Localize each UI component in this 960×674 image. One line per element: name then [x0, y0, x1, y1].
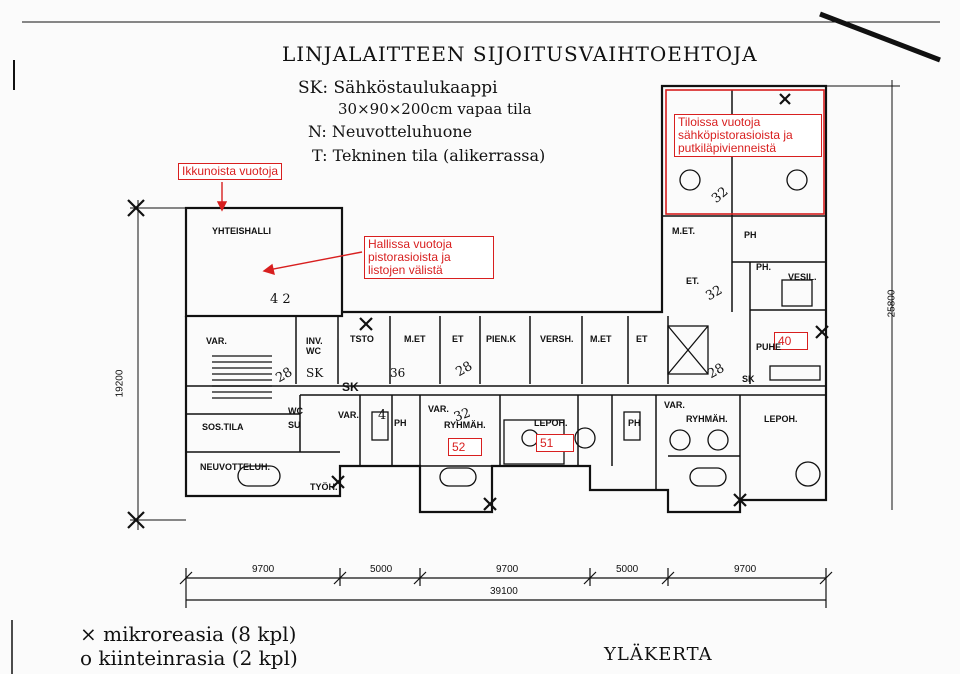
room-var-2: VAR. [338, 410, 359, 420]
room-vesil: VESIL. [788, 272, 817, 282]
room-ph-mid: PH [394, 418, 407, 428]
room-lepoh-1: LEPOH. [534, 418, 568, 428]
dim-9700-a: 9700 [252, 564, 275, 575]
room-versh: VERSH. [540, 334, 574, 344]
room-et-1: ET [452, 334, 464, 344]
room-number-40: 40 [774, 332, 808, 350]
room-sk-mid: SK [342, 380, 359, 394]
room-lepoh-2: LEPOH. [764, 414, 798, 424]
room-var-3: VAR. [428, 404, 449, 414]
hall-note-line-1: Hallissa vuotoja [368, 237, 453, 251]
dim-total-39100: 39100 [490, 586, 518, 597]
room-tyoh: TYÖH. [310, 482, 338, 492]
hand-42: 4 2 [270, 292, 291, 307]
legend-n: N: Neuvotteluhuone [308, 122, 473, 141]
dim-9700-b: 9700 [496, 564, 519, 575]
room-met-2: M.ET [590, 334, 612, 344]
legend-sk: SK: Sähköstaulukaappi [298, 78, 498, 98]
hall-leak-note: Hallissa vuotoja pistorasioista ja listo… [364, 236, 494, 279]
room-puhe: PUHE [756, 342, 782, 352]
hand-36: 36 [390, 366, 406, 380]
room-met-top: M.ET. [672, 226, 696, 236]
floor-label: YLÄKERTA [604, 644, 713, 665]
room-tsto: TSTO [350, 334, 374, 344]
legend-fixed-sockets: o kiinteinrasia (2 kpl) [80, 646, 298, 670]
rooms-leak-note: Tiloissa vuotoja sähköpistorasioista ja … [674, 114, 822, 157]
room-et-2: ET [636, 334, 648, 344]
hand-sk: SK [306, 366, 324, 380]
room-pien-k: PIEN.K [486, 334, 517, 344]
dim-5000-b: 5000 [616, 564, 639, 575]
legend-t: T: Tekninen tila (alikerrassa) [312, 146, 546, 165]
tower-highlight [665, 89, 825, 215]
rooms-note-line-2: sähköpistorasioista ja [678, 128, 793, 142]
plan-title: LINJALAITTEEN SIJOITUSVAIHTOEHTOJA [282, 42, 758, 66]
room-ph-left: PH [744, 230, 757, 240]
room-ryhmah-1: RYHMÄH. [444, 420, 486, 430]
hand-4: 4 [378, 408, 387, 423]
legend-sk-size: 30×90×200cm vapaa tila [338, 100, 532, 118]
hall-note-line-3: listojen välistä [368, 263, 443, 277]
room-et-top: ET. [686, 276, 700, 286]
room-ryhmah-2: RYHMÄH. [686, 414, 728, 424]
room-inv: INV. [306, 336, 323, 346]
room-su: SU [288, 420, 301, 430]
room-ph-right: PH [628, 418, 641, 428]
dim-19200: 19200 [114, 369, 126, 398]
hall-note-line-2: pistorasioista ja [368, 250, 451, 264]
room-var-1: VAR. [206, 336, 227, 346]
room-var-4: VAR. [664, 400, 685, 410]
dim-25800: 25800 [886, 289, 898, 318]
windows-leak-note: Ikkunoista vuotoja [178, 163, 283, 180]
rooms-note-line-3: putkiläpivienneistä [678, 141, 777, 155]
dim-9700-c: 9700 [734, 564, 757, 575]
room-sk-right: SK [742, 374, 755, 384]
room-neuvotteluh: NEUVOTTELUH. [200, 462, 271, 472]
room-yhteishalli: YHTEISHALLI [212, 226, 272, 236]
rooms-note-line-1: Tiloissa vuotoja [678, 115, 761, 129]
room-wc: WC [288, 406, 303, 416]
legend-micro-sockets: × mikroreasia (8 kpl) [80, 622, 297, 646]
room-inv-wc: WC [306, 346, 321, 356]
room-number-51: 51 [536, 434, 574, 452]
dim-5000-a: 5000 [370, 564, 393, 575]
room-met-1: M.ET [404, 334, 426, 344]
room-sos-tila: SOS.TILA [202, 422, 244, 432]
yhteishalli-wall [184, 206, 344, 318]
room-ph-top: PH. [756, 262, 772, 272]
room-number-52: 52 [448, 438, 482, 456]
